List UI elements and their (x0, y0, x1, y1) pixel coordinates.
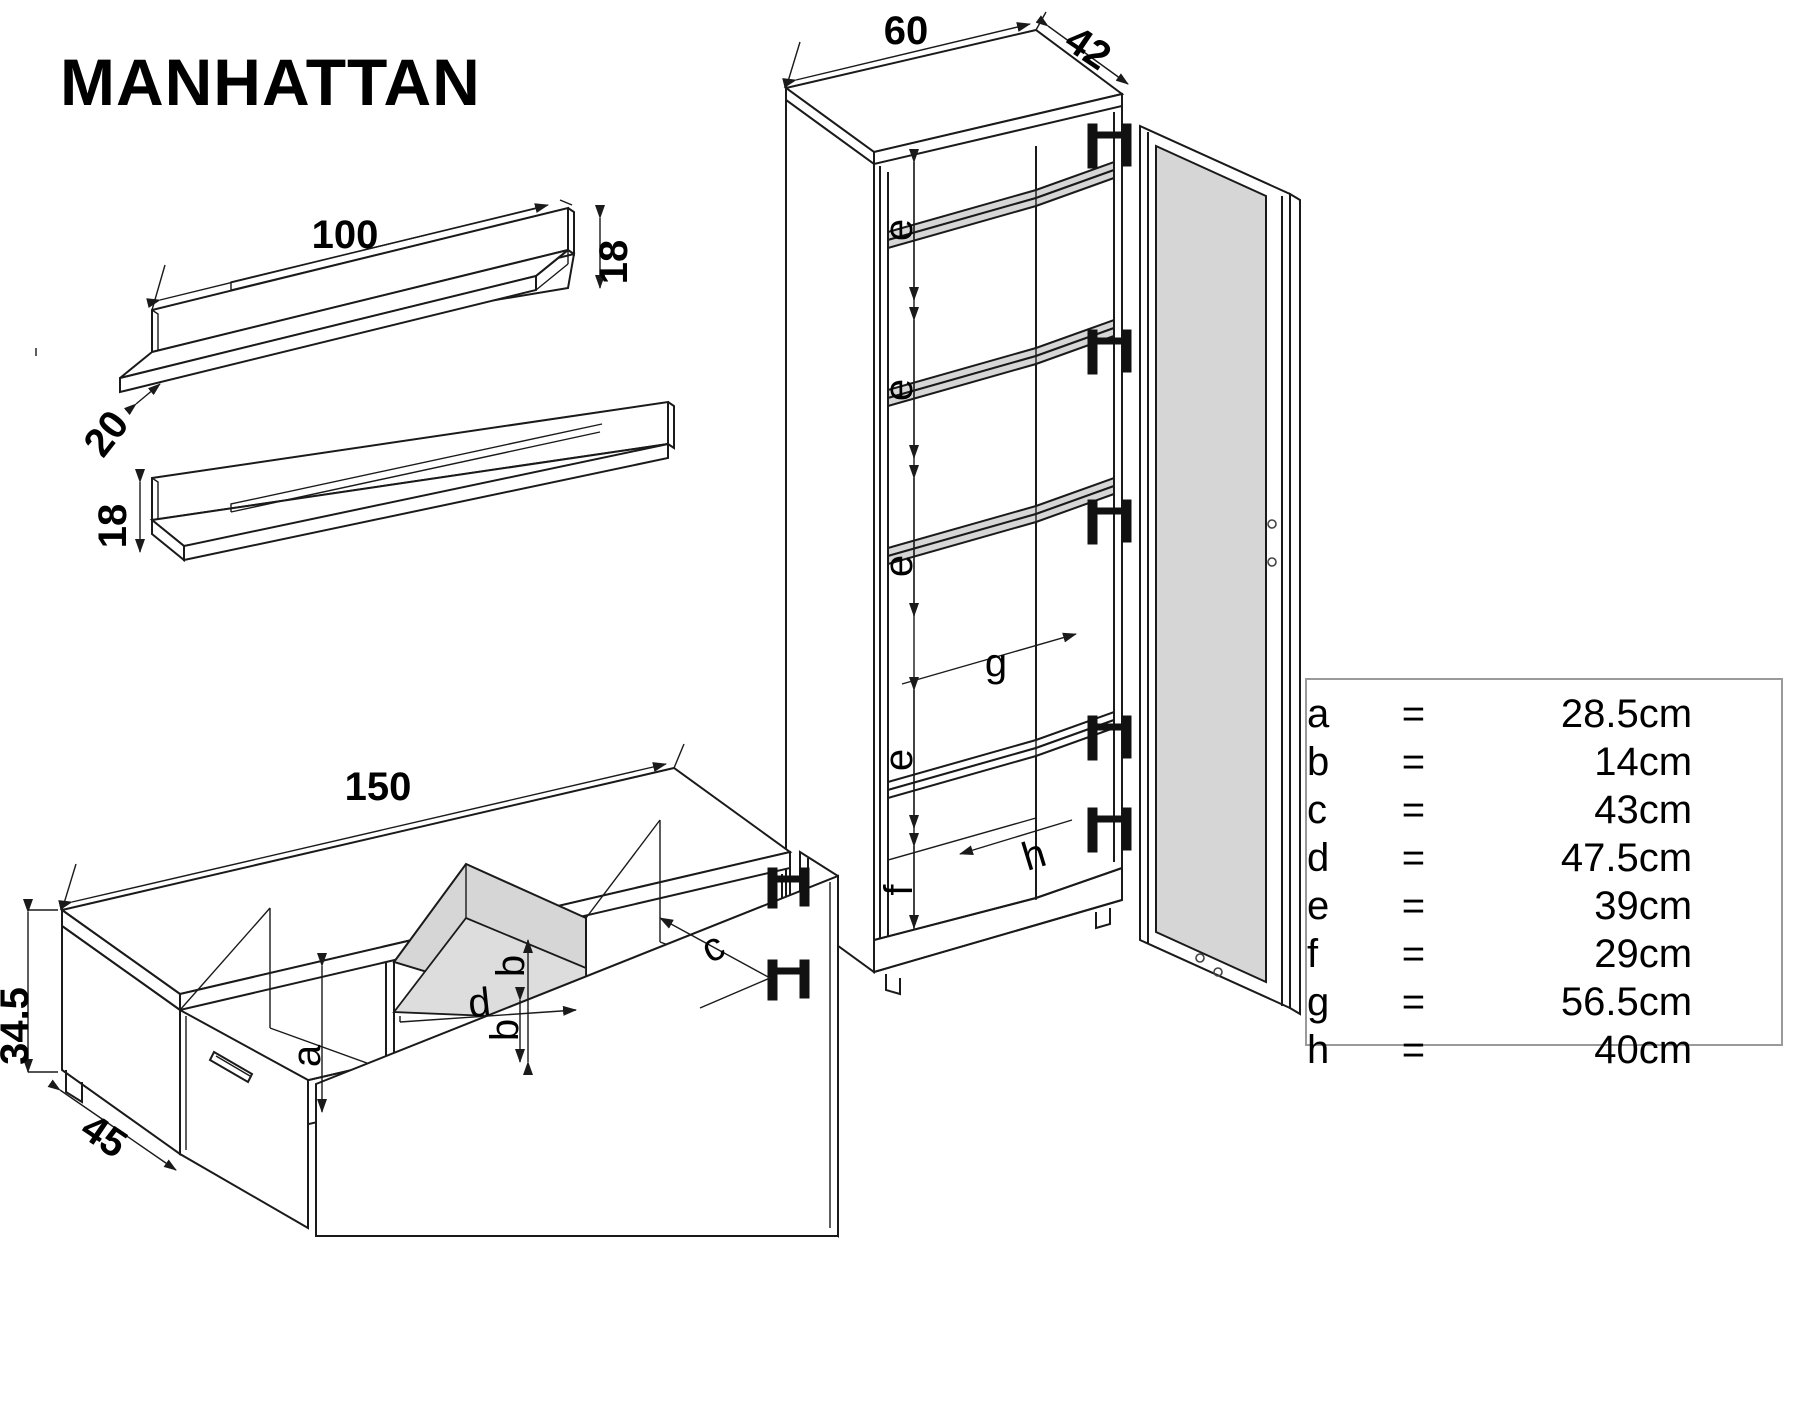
dimension-label-18-bottom: 18 (91, 504, 135, 549)
legend-value: 47.5 (1560, 836, 1639, 880)
legend-equals: = (1401, 740, 1426, 784)
legend-key: b (1307, 740, 1330, 784)
cabinet-glass-door (1139, 124, 1301, 1016)
callout-label-d: d (466, 980, 493, 1026)
legend-unit: cm (1638, 884, 1693, 928)
dimension-label-100: 100 (312, 213, 379, 257)
legend-equals: = (1401, 980, 1426, 1024)
legend-value: 56.5 (1560, 980, 1639, 1024)
legend-equals: = (1401, 1028, 1426, 1072)
callout-label-f: f (877, 884, 921, 896)
page-title: MANHATTAN (60, 45, 481, 119)
callout-label-b2: b (483, 1019, 527, 1041)
callout-label-e3: e (877, 555, 921, 577)
hinge-icon (1087, 329, 1132, 375)
legend-equals: = (1401, 788, 1426, 832)
door-handle (208, 1050, 254, 1084)
table-row: f = 29 cm (1307, 930, 1781, 978)
legend-value: 39 (1594, 884, 1639, 928)
legend-unit: cm (1638, 1028, 1693, 1072)
callout-label-g: g (985, 641, 1007, 685)
table-row: a = 28.5 cm (1307, 690, 1781, 738)
legend-key: e (1307, 884, 1330, 928)
legend-value: 28.5 (1560, 692, 1639, 736)
dimension-shelf-depth: 20 (75, 383, 161, 465)
dimension-label-60: 60 (884, 9, 929, 53)
hinge-icon (1087, 499, 1132, 545)
dimension-label-150: 150 (345, 765, 412, 809)
callout-label-a: a (285, 1044, 329, 1067)
legend-equals: = (1401, 836, 1426, 880)
cabinet-shelf-3 (887, 476, 1115, 566)
table-row: c = 43 cm (1307, 786, 1781, 834)
dimension-tv-height: 34.5 (0, 899, 58, 1073)
tv-right-door (315, 850, 839, 1238)
legend-key: d (1307, 836, 1330, 880)
cabinet-shelf-1 (887, 160, 1115, 250)
legend-unit: cm (1638, 788, 1693, 832)
hinge-icon (1087, 715, 1132, 761)
callout-label-e4: e (877, 749, 921, 771)
callout-d: d (399, 980, 577, 1026)
cabinet-divider-shelf (887, 710, 1115, 800)
cabinet-hinges (1087, 123, 1132, 853)
dimension-label-20: 20 (75, 403, 137, 465)
legend-equals: = (1401, 884, 1426, 928)
callout-label-e1: e (877, 219, 921, 241)
tv-lowboard (59, 766, 839, 1238)
dimension-cabinet-width: 60 (782, 9, 1047, 89)
callout-g: g (901, 632, 1077, 685)
legend-table: a = 28.5 cm b = 14 cm c = 43 cm (1307, 690, 1781, 1074)
table-row: h = 40 cm (1307, 1026, 1781, 1074)
legend-unit: cm (1638, 980, 1693, 1024)
dimension-label-18-top: 18 (592, 240, 636, 285)
table-row: e = 39 cm (1307, 882, 1781, 930)
legend-value: 29 (1594, 932, 1639, 976)
callout-a: a (285, 953, 329, 1113)
legend-unit: cm (1638, 740, 1693, 784)
hinge-icon (1087, 123, 1132, 169)
callout-b-2: b (483, 987, 527, 1063)
hinge-icon (1087, 807, 1132, 853)
legend-key: a (1307, 692, 1330, 736)
legend-value: 40 (1594, 1028, 1639, 1072)
legend-unit: cm (1638, 836, 1693, 880)
legend-equals: = (1401, 692, 1426, 736)
legend-equals: = (1401, 932, 1426, 976)
callout-b-1: b (489, 939, 533, 1075)
tv-hinges (767, 867, 810, 1001)
legend-key: h (1307, 1028, 1330, 1072)
callout-h: h (959, 819, 1073, 880)
dimension-label-34-5: 34.5 (0, 987, 37, 1065)
legend-value: 43 (1594, 788, 1639, 832)
table-row: d = 47.5 cm (1307, 834, 1781, 882)
dimension-legend-table: a = 28.5 cm b = 14 cm c = 43 cm (1305, 678, 1783, 1072)
callout-label-e2: e (877, 379, 921, 401)
dimension-shelf-height-top: 18 (592, 205, 636, 289)
callout-label-b1: b (489, 955, 533, 977)
legend-unit: cm (1638, 692, 1693, 736)
table-row: b = 14 cm (1307, 738, 1781, 786)
legend-value: 14 (1594, 740, 1639, 784)
legend-table-body: a = 28.5 cm b = 14 cm c = 43 cm (1307, 690, 1781, 1074)
cabinet-shelf-2 (887, 318, 1115, 408)
callout-label-h: h (1017, 831, 1051, 880)
hinge-icon (767, 959, 810, 1001)
legend-unit: cm (1638, 932, 1693, 976)
table-row: g = 56.5 cm (1307, 978, 1781, 1026)
legend-key: g (1307, 980, 1330, 1024)
dimension-shelf-length: 100 (146, 199, 573, 311)
legend-key: f (1307, 932, 1319, 976)
wall-shelf-lower (149, 400, 675, 563)
dimension-tv-width: 150 (58, 743, 685, 911)
legend-key: c (1307, 788, 1327, 832)
dimension-shelf-height-bottom: 18 (91, 469, 145, 553)
hinge-icon (767, 867, 810, 909)
callout-f: f (877, 833, 921, 929)
